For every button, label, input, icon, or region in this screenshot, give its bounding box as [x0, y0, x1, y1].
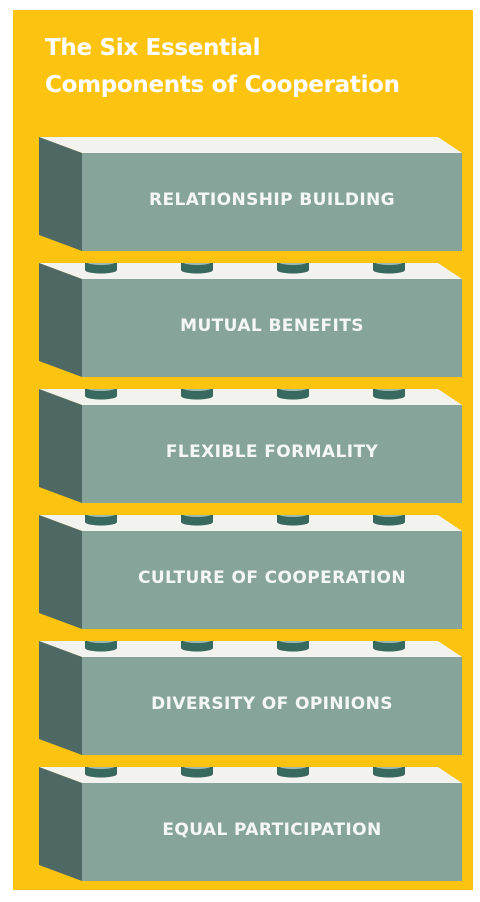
block-stud — [277, 389, 309, 400]
block-stud — [373, 263, 405, 274]
block-front-face — [82, 405, 462, 503]
component-label: RELATIONSHIP BUILDING — [148, 190, 396, 210]
block-stud — [277, 515, 309, 526]
block-stud — [181, 641, 213, 652]
block-front-face — [82, 153, 462, 251]
block-stud — [85, 515, 117, 526]
block-front-face — [82, 657, 462, 755]
component-label: CULTURE OF COOPERATION — [137, 568, 407, 588]
title-line-2: Components of Cooperation — [45, 72, 400, 98]
block-stud — [277, 263, 309, 274]
block-side-face — [39, 137, 82, 251]
block-stud — [181, 767, 213, 778]
component-label: FLEXIBLE FORMALITY — [165, 442, 379, 462]
component-block: EQUAL PARTICIPATION — [0, 767, 480, 887]
component-label: MUTUAL BENEFITS — [180, 316, 364, 336]
block-front-face — [82, 279, 462, 377]
block-top-face — [39, 263, 462, 279]
block-stud — [277, 641, 309, 652]
block-top-face — [39, 515, 462, 531]
component-label: DIVERSITY OF OPINIONS — [151, 694, 393, 714]
block-stud — [85, 263, 117, 274]
block-side-face — [39, 263, 82, 377]
component-block: MUTUAL BENEFITS — [0, 263, 480, 383]
component-block: DIVERSITY OF OPINIONS — [0, 641, 480, 761]
block-top-face — [39, 137, 462, 153]
block-side-face — [39, 767, 82, 881]
block-stud — [85, 389, 117, 400]
block-stud — [373, 767, 405, 778]
block-stud — [373, 515, 405, 526]
block-stud — [85, 641, 117, 652]
component-label: EQUAL PARTICIPATION — [162, 820, 382, 840]
title-line-1: The Six Essential — [45, 35, 261, 61]
diagram-title: The Six Essential Components of Cooperat… — [45, 30, 400, 104]
block-side-face — [39, 389, 82, 503]
block-side-face — [39, 641, 82, 755]
component-block: CULTURE OF COOPERATION — [0, 515, 480, 635]
block-stud — [181, 263, 213, 274]
block-top-face — [39, 641, 462, 657]
block-stud — [277, 767, 309, 778]
block-front-face — [82, 783, 462, 881]
block-stud — [373, 389, 405, 400]
component-block: RELATIONSHIP BUILDING — [0, 137, 480, 257]
block-front-face — [82, 531, 462, 629]
block-stud — [181, 389, 213, 400]
component-block: FLEXIBLE FORMALITY — [0, 389, 480, 509]
block-stud — [85, 767, 117, 778]
block-stud — [373, 641, 405, 652]
block-top-face — [39, 767, 462, 783]
block-stud — [181, 515, 213, 526]
block-top-face — [39, 389, 462, 405]
block-side-face — [39, 515, 82, 629]
